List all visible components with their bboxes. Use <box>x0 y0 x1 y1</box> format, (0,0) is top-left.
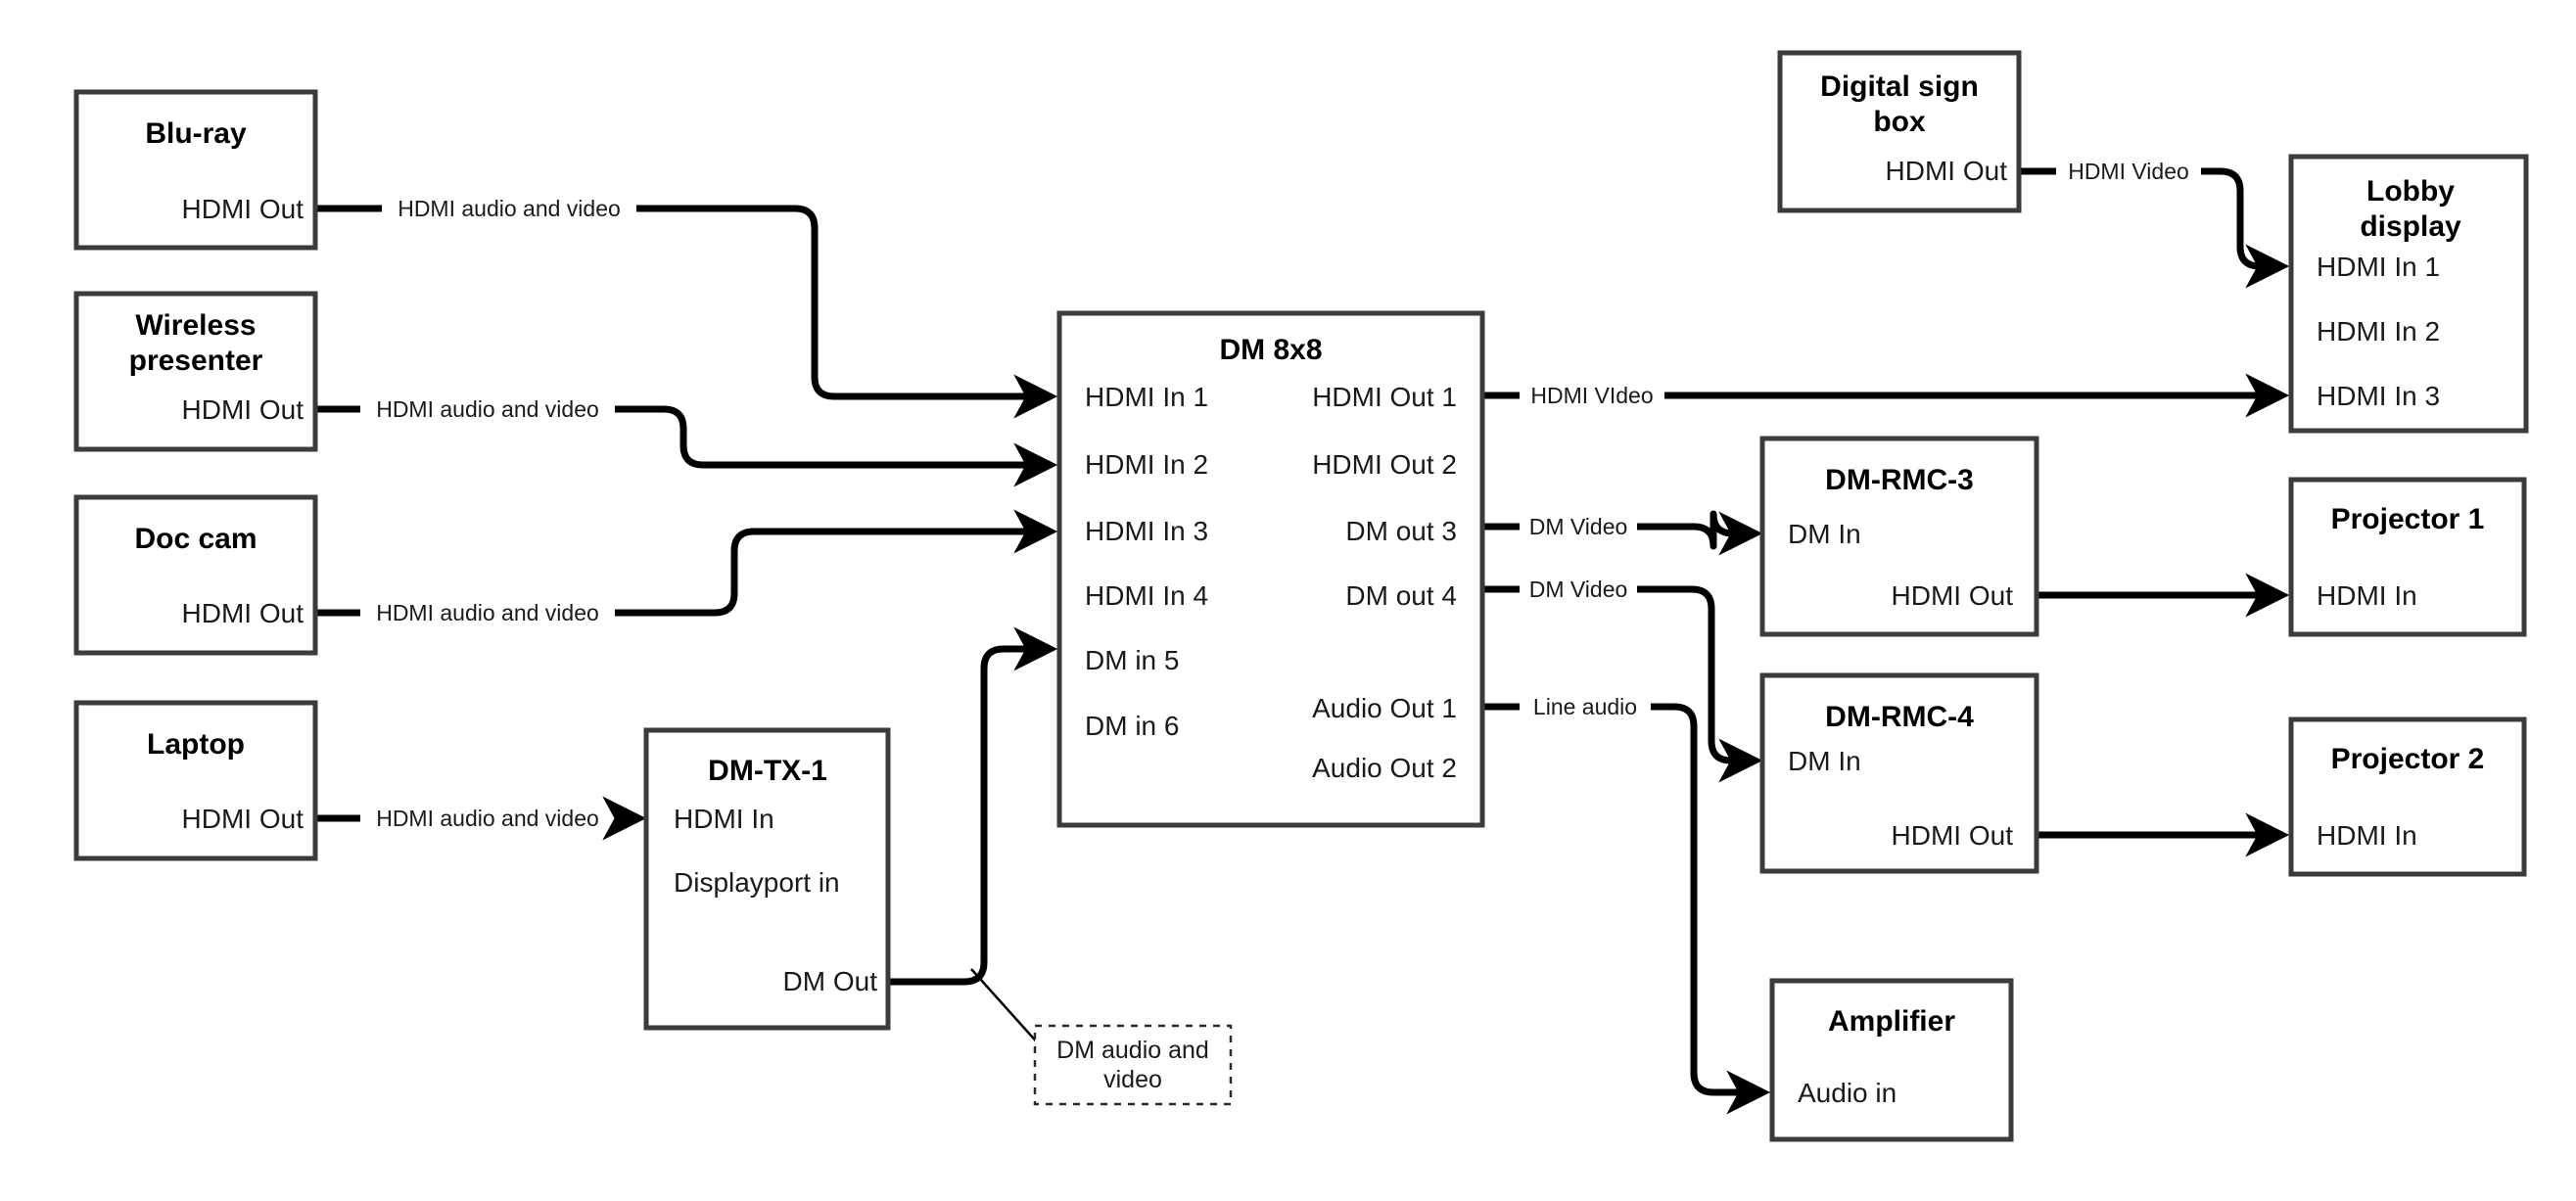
port-dm-rmc-4-hdmi-out[interactable]: HDMI Out <box>1892 820 2014 851</box>
device-projector-2-frame[interactable] <box>2288 716 2527 877</box>
device-projector-2-title: Projector 2 <box>2331 743 2485 775</box>
wire-label-doccam-to-dm8x8: HDMI audio and video <box>376 600 599 625</box>
device-doc-cam-title: Doc cam <box>134 523 257 555</box>
leader-line-dm-audio-video-note <box>970 968 1041 1046</box>
device-laptop-title: Laptop <box>147 728 245 761</box>
device-dm-tx-1-title: DM-TX-1 <box>708 755 827 787</box>
wire-bluray-to-dm8x8 <box>315 205 1050 396</box>
device-dm-rmc-3[interactable]: DM-RMC-3 DM In HDMI Out <box>1759 436 2039 637</box>
port-dm-8x8-input-4[interactable]: HDMI In 4 <box>1085 580 1208 611</box>
port-dm-8x8-input-1[interactable]: HDMI In 1 <box>1085 382 1208 412</box>
device-wireless-presenter-title-line2: presenter <box>129 345 263 377</box>
device-laptop[interactable]: Laptop HDMI Out <box>73 700 318 861</box>
port-dm-8x8-output-1[interactable]: HDMI Out 1 <box>1312 382 1457 412</box>
device-lobby-display[interactable]: Lobby display HDMI In 1 HDMI In 2 HDMI I… <box>2288 154 2529 434</box>
port-lobby-display-input-1[interactable]: HDMI In 1 <box>2317 252 2440 282</box>
device-digital-sign-box[interactable]: Digital sign box HDMI Out <box>1777 50 2022 213</box>
port-dm-8x8-output-3[interactable]: DM out 3 <box>1345 516 1457 546</box>
device-projector-1-frame[interactable] <box>2288 477 2527 637</box>
device-digital-sign-box-title-line1: Digital sign <box>1820 70 1979 103</box>
device-dm-rmc-4-title: DM-RMC-4 <box>1825 701 1974 733</box>
wire-label-bluray-to-dm8x8: HDMI audio and video <box>398 196 621 221</box>
port-digital-sign-box-hdmi-out[interactable]: HDMI Out <box>1886 156 2008 186</box>
port-dm-8x8-output-6[interactable]: Audio Out 2 <box>1312 753 1457 783</box>
port-wireless-presenter-hdmi-out[interactable]: HDMI Out <box>182 394 304 425</box>
port-dm-8x8-input-2[interactable]: HDMI In 2 <box>1085 449 1208 480</box>
port-dm-8x8-input-6[interactable]: DM in 6 <box>1085 711 1179 741</box>
device-projector-2[interactable]: Projector 2 HDMI In <box>2288 716 2527 877</box>
device-digital-sign-box-frame[interactable] <box>1777 50 2022 213</box>
port-laptop-hdmi-out[interactable]: HDMI Out <box>182 804 304 834</box>
device-wireless-presenter[interactable]: Wireless presenter HDMI Out <box>73 291 318 452</box>
wire-label-dm8x8-audio1-to-amplifier: Line audio <box>1533 694 1637 719</box>
device-bluray[interactable]: Blu-ray HDMI Out <box>73 89 318 251</box>
port-dm-tx-1-hdmi-in[interactable]: HDMI In <box>674 804 774 834</box>
device-dm-8x8[interactable]: DM 8x8 HDMI In 1 HDMI In 2 HDMI In 3 HDM… <box>1056 310 1485 828</box>
device-dm-8x8-frame[interactable] <box>1056 310 1485 828</box>
port-dm-8x8-output-2[interactable]: HDMI Out 2 <box>1312 449 1457 480</box>
device-amplifier-title: Amplifier <box>1828 1005 1955 1038</box>
wire-label-dm8x8-out3-to-rmc3: DM Video <box>1529 514 1628 539</box>
wire-dmtx1-to-dm8x8 <box>888 626 1058 986</box>
port-dm-tx-1-displayport-in[interactable]: Displayport in <box>674 867 840 898</box>
wire-label-signbox-to-lobby: HDMI Video <box>2068 159 2189 184</box>
wire-label-laptop-to-dmtx1: HDMI audio and video <box>376 806 599 831</box>
port-projector-2-hdmi-in[interactable]: HDMI In <box>2317 820 2417 851</box>
device-doc-cam[interactable]: Doc cam HDMI Out <box>73 494 318 656</box>
note-dm-audio-and-video-line2: video <box>1103 1066 1162 1093</box>
port-projector-1-hdmi-in[interactable]: HDMI In <box>2317 580 2417 611</box>
device-lobby-display-title-line2: display <box>2360 210 2461 243</box>
wire-dm8x8-out4-to-rmc4 <box>1484 585 1755 761</box>
device-doc-cam-frame[interactable] <box>73 494 318 656</box>
wire-signbox-to-lobby <box>2021 167 2281 266</box>
device-dm-rmc-4[interactable]: DM-RMC-4 DM In HDMI Out <box>1759 672 2039 874</box>
port-bluray-hdmi-out[interactable]: HDMI Out <box>182 194 304 224</box>
wire-label-wireless-to-dm8x8: HDMI audio and video <box>376 396 599 422</box>
device-dm-rmc-3-title: DM-RMC-3 <box>1825 464 1974 496</box>
wire-dm8x8-out3-to-rmc3 <box>1484 514 1755 546</box>
device-lobby-display-title-line1: Lobby <box>2366 175 2455 208</box>
port-dm-rmc-3-hdmi-out[interactable]: HDMI Out <box>1892 580 2014 611</box>
port-dm-rmc-4-dm-in[interactable]: DM In <box>1788 746 1861 776</box>
connector-label-layer: HDMI audio and video HDMI audio and vide… <box>376 159 2189 831</box>
device-digital-sign-box-title-line2: box <box>1873 106 1926 138</box>
port-lobby-display-input-3[interactable]: HDMI In 3 <box>2317 381 2440 411</box>
port-lobby-display-input-2[interactable]: HDMI In 2 <box>2317 316 2440 346</box>
note-dm-audio-and-video-line1: DM audio and <box>1056 1037 1209 1064</box>
wire-dm8x8-audio1-to-amplifier <box>1484 703 1762 1092</box>
wire-doccam-to-dm8x8 <box>315 531 1050 617</box>
device-laptop-frame[interactable] <box>73 700 318 861</box>
device-wireless-presenter-frame[interactable] <box>73 291 318 452</box>
device-projector-1-title: Projector 1 <box>2331 503 2485 535</box>
port-dm-8x8-output-4[interactable]: DM out 4 <box>1345 580 1457 611</box>
device-amplifier[interactable]: Amplifier Audio in <box>1769 978 2014 1142</box>
device-wireless-presenter-title-line1: Wireless <box>135 309 256 342</box>
device-bluray-frame[interactable] <box>73 89 318 251</box>
note-dm-audio-and-video: DM audio and video <box>1033 1024 1233 1106</box>
connector-layer <box>315 167 2281 1092</box>
device-dm-tx-1[interactable]: DM-TX-1 HDMI In Displayport in DM Out <box>643 727 891 1031</box>
port-dm-tx-1-dm-out[interactable]: DM Out <box>783 966 878 996</box>
device-dm-8x8-title: DM 8x8 <box>1219 334 1322 366</box>
note-dm-audio-and-video-frame <box>1033 1024 1233 1106</box>
device-projector-1[interactable]: Projector 1 HDMI In <box>2288 477 2527 637</box>
device-bluray-title: Blu-ray <box>145 117 247 150</box>
device-dm-rmc-3-frame[interactable] <box>1759 436 2039 637</box>
wire-wireless-to-dm8x8 <box>315 405 1050 465</box>
port-dm-8x8-output-5[interactable]: Audio Out 1 <box>1312 693 1457 723</box>
device-lobby-display-frame[interactable] <box>2288 154 2529 434</box>
device-amplifier-frame[interactable] <box>1769 978 2014 1142</box>
wire-label-dm8x8-out1-to-lobby: HDMI VIdeo <box>1530 383 1653 408</box>
port-dm-8x8-input-3[interactable]: HDMI In 3 <box>1085 516 1208 546</box>
port-dm-8x8-input-5[interactable]: DM in 5 <box>1085 645 1179 675</box>
device-dm-rmc-4-frame[interactable] <box>1759 672 2039 874</box>
port-amplifier-audio-in[interactable]: Audio in <box>1798 1078 1897 1108</box>
port-dm-rmc-3-dm-in[interactable]: DM In <box>1788 519 1861 549</box>
wire-label-dm8x8-out4-to-rmc4: DM Video <box>1529 577 1628 602</box>
device-dm-tx-1-frame[interactable] <box>643 727 891 1031</box>
port-doc-cam-hdmi-out[interactable]: HDMI Out <box>182 598 304 628</box>
